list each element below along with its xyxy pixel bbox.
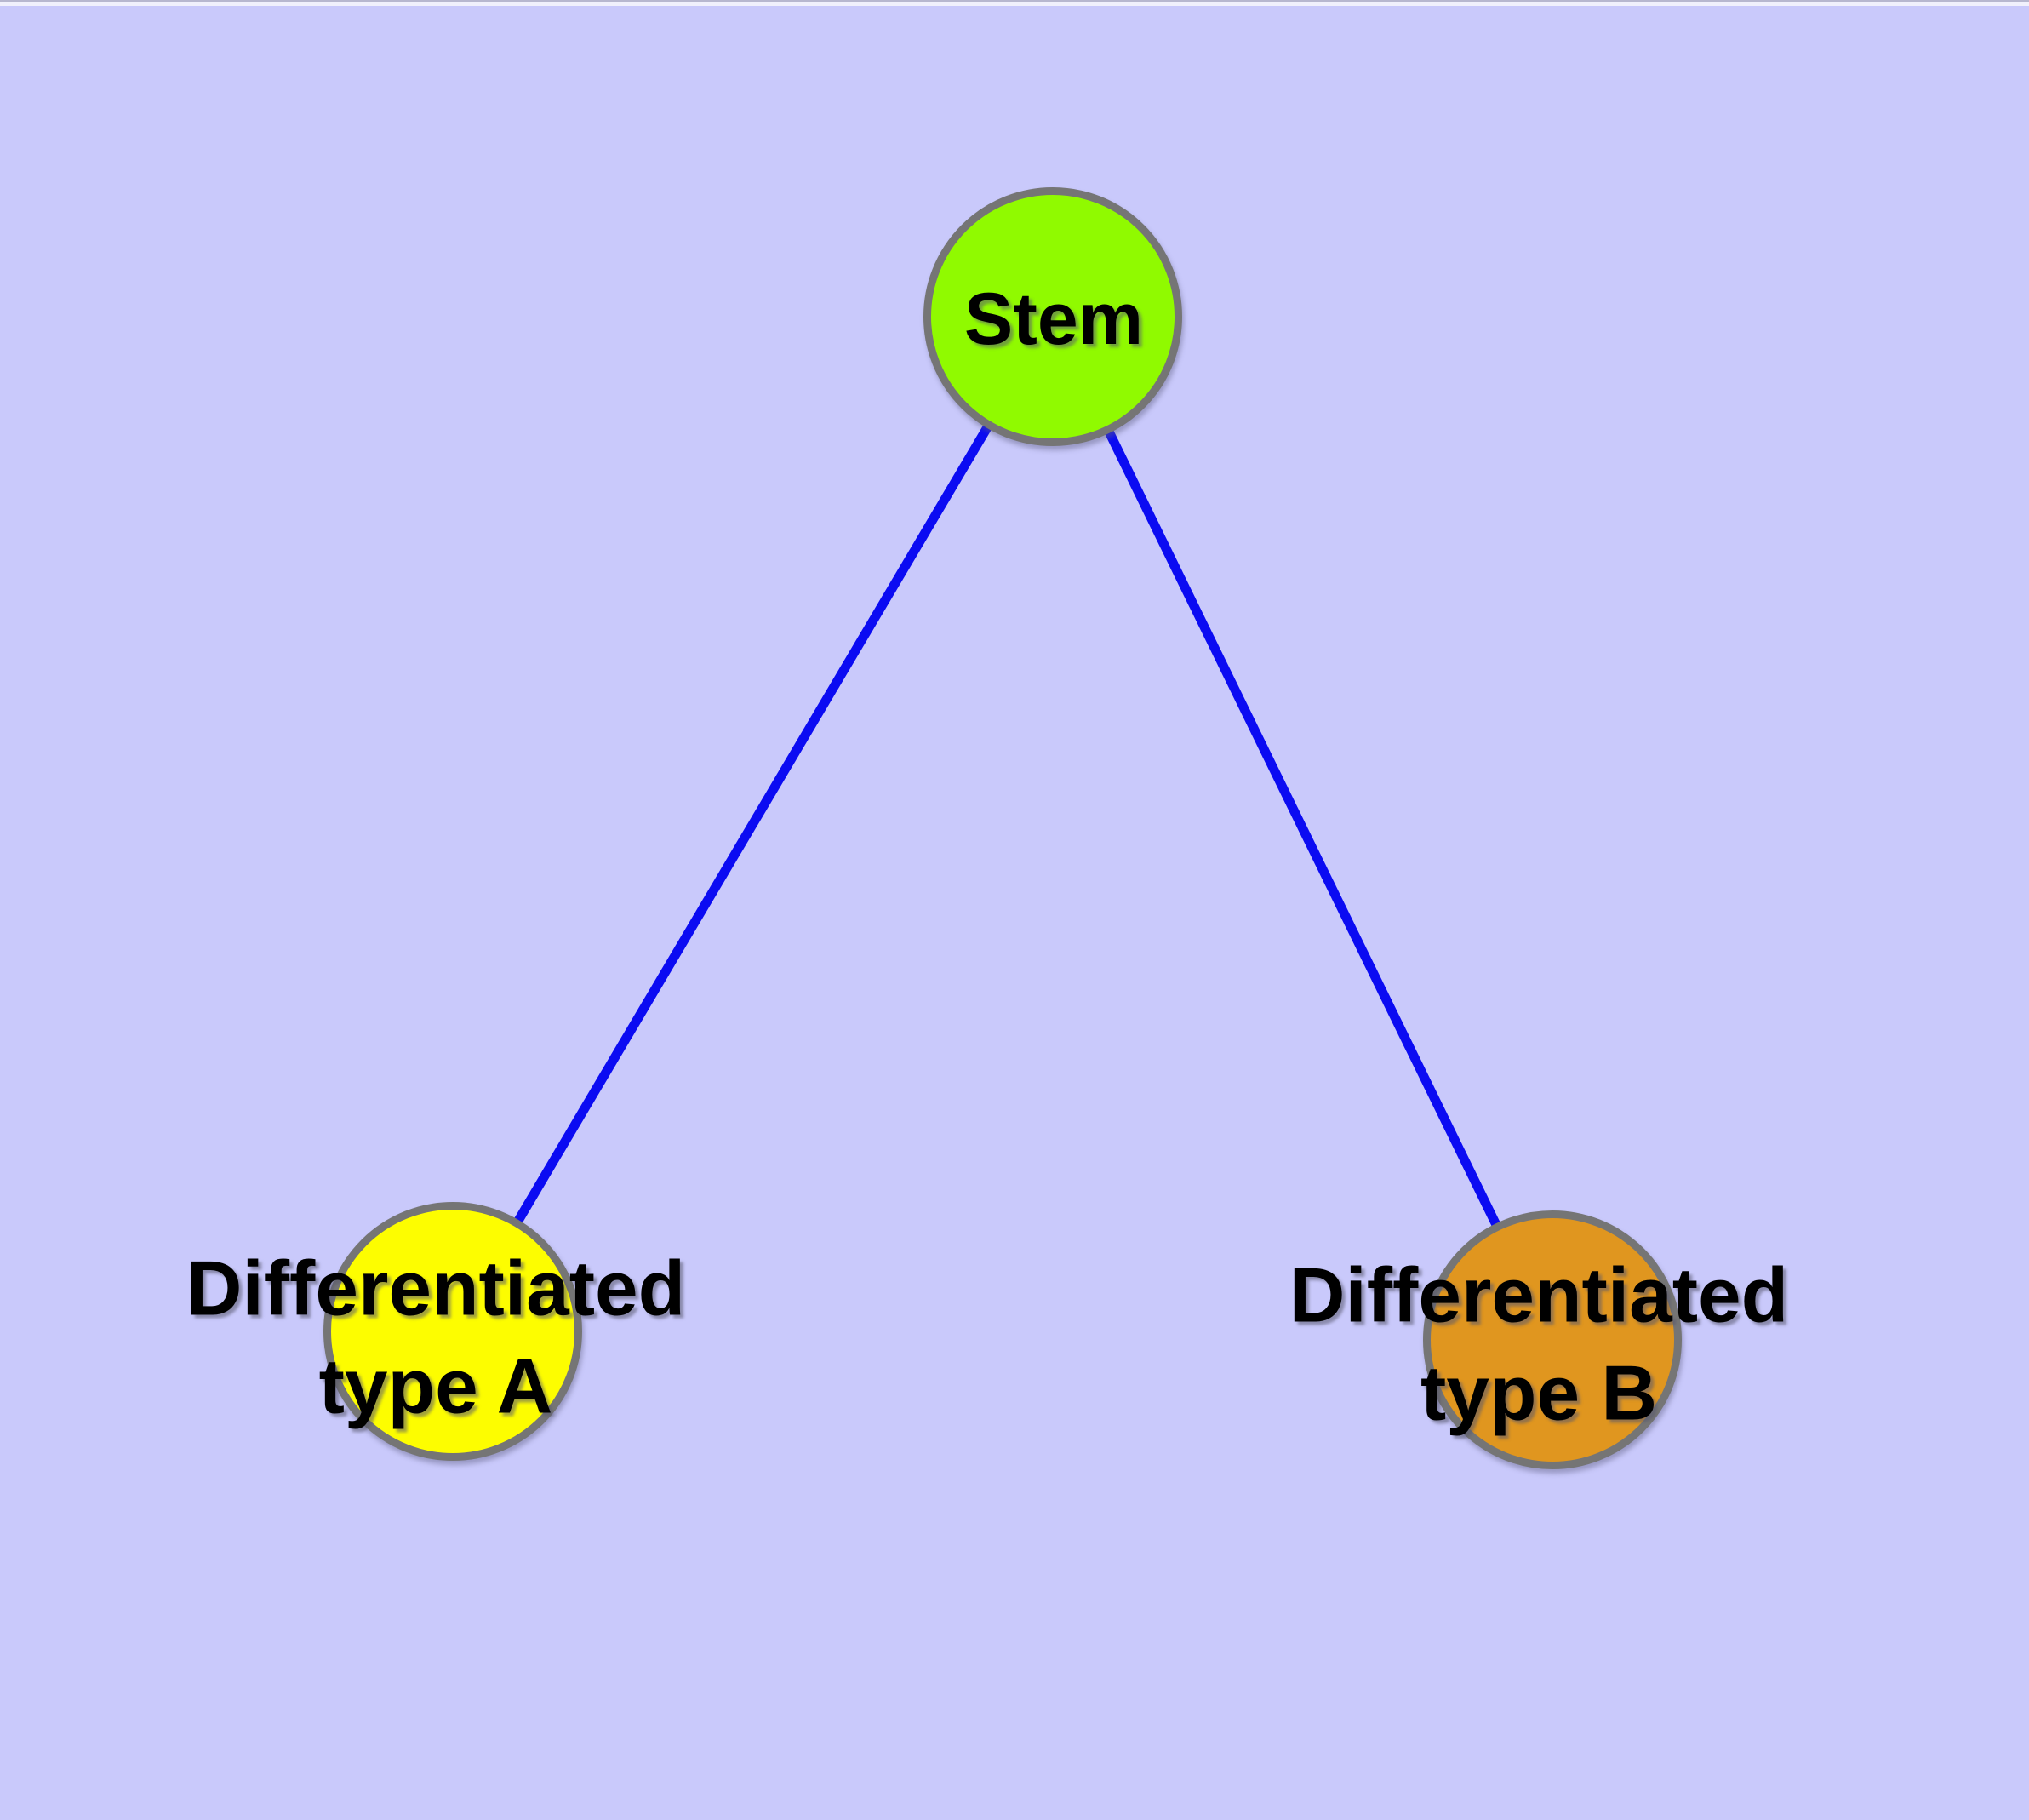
edge-stem-to-type-b xyxy=(1049,314,1557,1342)
edge-stem-to-type-a xyxy=(449,314,1057,1334)
node-differentiated-type-b[interactable] xyxy=(1423,1210,1682,1469)
node-stem[interactable] xyxy=(923,187,1182,446)
node-differentiated-type-a[interactable] xyxy=(323,1202,582,1461)
window-top-highlight xyxy=(0,0,2029,6)
